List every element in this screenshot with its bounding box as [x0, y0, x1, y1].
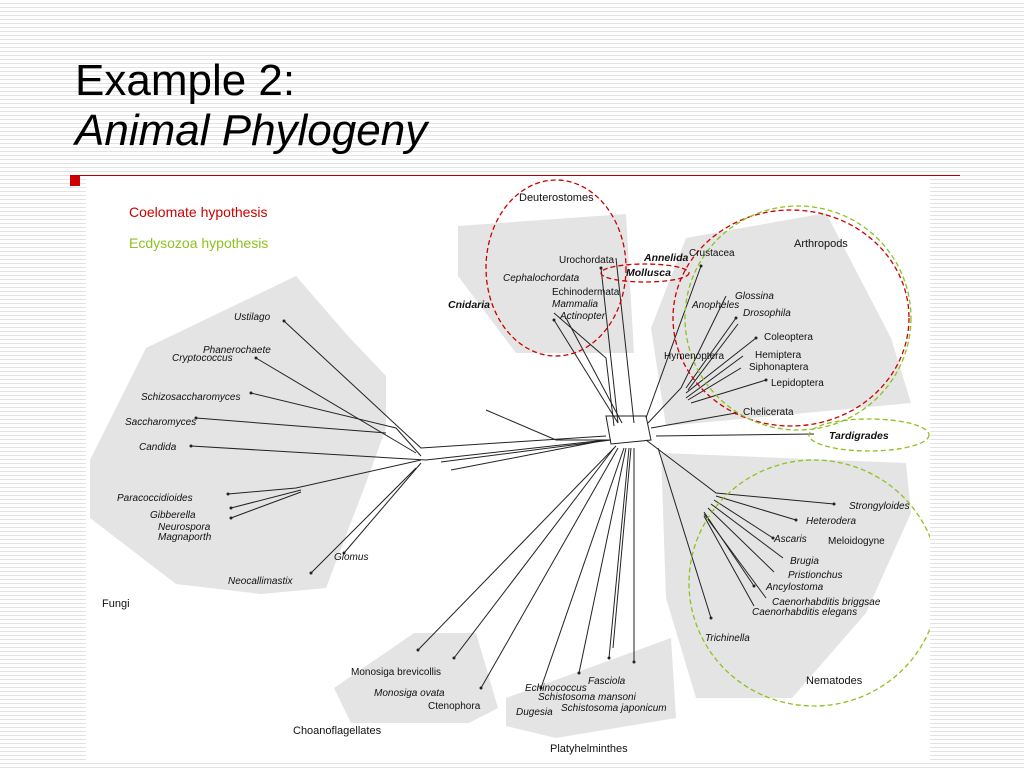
- tip-dots: [189, 264, 836, 690]
- taxon-mollusca: Mollusca: [626, 267, 671, 279]
- title-rule-bullet: [70, 176, 80, 186]
- taxon-glossina: Glossina: [735, 291, 774, 302]
- phylogeny-network: Coelomate hypothesis Ecdysozoa hypothesi…: [90, 179, 930, 755]
- taxon-tardigrades: Tardigrades: [829, 430, 889, 442]
- taxon-anopheles: Anopheles: [691, 300, 739, 311]
- title-line-1: Example 2:: [75, 56, 296, 105]
- taxon-echinococcus: Echinococcus: [525, 683, 587, 694]
- taxon-crustacea: Crustacea: [689, 248, 735, 259]
- region-fungi: [90, 276, 386, 594]
- group-fungi: Fungi: [102, 598, 130, 610]
- taxon-fasciola: Fasciola: [588, 676, 626, 687]
- taxon-lepidoptera: Lepidoptera: [771, 378, 824, 389]
- region-arthropods: [651, 213, 911, 426]
- taxon-siphonaptera: Siphonaptera: [749, 362, 809, 373]
- taxon-meloidogyne: Meloidogyne: [828, 536, 885, 547]
- ecdysozoa-nematodes-outline: [688, 459, 930, 707]
- taxon-drosophila: Drosophila: [743, 308, 791, 319]
- taxon-monosiga-brevicollis: Monosiga brevicollis: [351, 667, 441, 678]
- hypothesis-outlines: [485, 179, 930, 707]
- taxon-saccharomyces: Saccharomyces: [125, 417, 196, 428]
- phylogeny-figure: Coelomate hypothesis Ecdysozoa hypothesi…: [86, 178, 930, 763]
- taxon-ascaris: Ascaris: [773, 534, 807, 545]
- coelomate-annelida-mollusca-outline: [600, 263, 690, 283]
- taxon-strongyloides: Strongyloides: [849, 501, 910, 512]
- taxon-actinopter: Actinopter: [559, 311, 606, 322]
- group-arthropods: Arthropods: [794, 238, 848, 250]
- taxon-glomus: Glomus: [334, 552, 368, 563]
- taxon-cryptococcus: Cryptococcus: [172, 353, 233, 364]
- taxon-hemiptera: Hemiptera: [755, 350, 802, 361]
- taxon-cnidaria: Cnidaria: [448, 299, 490, 311]
- taxon-schistosoma-japonicum: Schistosoma japonicum: [561, 703, 667, 714]
- taxon-urochordata: Urochordata: [559, 255, 614, 266]
- taxon-brugia: Brugia: [790, 556, 819, 567]
- legend-coelomate: Coelomate hypothesis: [129, 204, 268, 220]
- slide-title: Example 2: Animal Phylogeny: [75, 56, 427, 156]
- taxon-c-briggsae: Caenorhabditis briggsae: [772, 597, 881, 608]
- taxon-coleoptera: Coleoptera: [764, 332, 813, 343]
- taxon-schizosaccharomyces: Schizosaccharomyces: [141, 392, 240, 403]
- group-deuterostomes: Deuterostomes: [519, 192, 594, 204]
- taxon-candida: Candida: [139, 442, 177, 453]
- coelomate-arthropods-outline: [672, 209, 910, 427]
- taxon-c-elegans: Caenorhabditis elegans: [752, 607, 857, 618]
- taxon-hymenoptera: Hymenoptera: [664, 351, 724, 362]
- taxon-gibberella: Gibberella: [150, 510, 196, 521]
- taxon-chelicerata: Chelicerata: [743, 407, 794, 418]
- taxon-ancylostoma: Ancylostoma: [765, 582, 824, 593]
- taxon-phanerochaete: Phanerochaete: [203, 345, 271, 356]
- taxon-magnaporth: Magnaporth: [158, 532, 212, 543]
- clade-regions: [90, 213, 911, 738]
- network-edges: [190, 257, 835, 689]
- taxon-dugesia: Dugesia: [516, 707, 553, 718]
- taxon-schistosoma-mansoni: Schistosoma mansoni: [538, 692, 637, 703]
- taxon-pristionchus: Pristionchus: [788, 570, 842, 581]
- coelomate-deuterostomes-outline: [485, 179, 627, 357]
- legend-ecdysozoa: Ecdysozoa hypothesis: [129, 235, 268, 251]
- title-rule: [70, 175, 960, 176]
- group-platyhelminthes: Platyhelminthes: [550, 743, 628, 755]
- taxon-monosiga-ovata: Monosiga ovata: [374, 688, 445, 699]
- region-deuterostomes: [458, 214, 634, 353]
- ecdysozoa-arthropods-outline: [684, 205, 912, 431]
- region-nematodes: [661, 453, 911, 698]
- taxon-heterodera: Heterodera: [806, 516, 856, 527]
- taxon-echinodermata: Echinodermata: [552, 287, 620, 298]
- taxon-paracoccidioides: Paracoccidioides: [117, 493, 193, 504]
- title-line-2: Animal Phylogeny: [75, 106, 428, 155]
- taxon-ctenophora: Ctenophora: [428, 701, 481, 712]
- taxon-neurospora: Neurospora: [158, 522, 211, 533]
- taxon-ustilago: Ustilago: [234, 312, 271, 323]
- group-nematodes: Nematodes: [806, 675, 863, 687]
- taxon-mammalia: Mammalia: [552, 299, 599, 310]
- taxon-cephalochordata: Cephalochordata: [503, 273, 580, 284]
- ecdysozoa-tardigrades-outline: [808, 418, 930, 452]
- taxon-trichinella: Trichinella: [705, 633, 750, 644]
- group-choanoflagellates: Choanoflagellates: [293, 725, 382, 737]
- region-choanoflagellates: [334, 633, 498, 723]
- taxon-annelida: Annelida: [643, 252, 688, 264]
- taxon-neocallimastix: Neocallimastix: [228, 576, 293, 587]
